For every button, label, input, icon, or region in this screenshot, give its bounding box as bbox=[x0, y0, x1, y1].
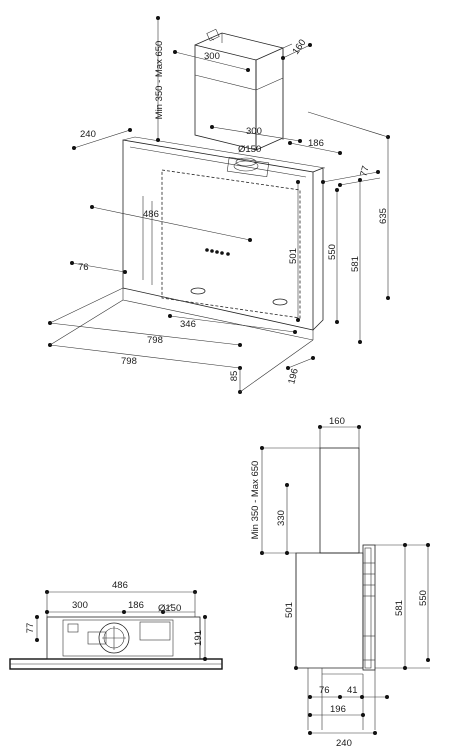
label-side-41: 41 bbox=[347, 685, 358, 696]
label-side-chimney-range: Min 350 - Max 650 bbox=[250, 461, 261, 540]
label-side-offset: 240 bbox=[80, 129, 96, 140]
label-base-depth: 196 bbox=[286, 367, 301, 385]
chimney bbox=[194, 28, 293, 151]
label-right-width: 186 bbox=[128, 600, 144, 611]
label-left-width: 300 bbox=[72, 600, 88, 611]
label-bracket-width: 300 bbox=[246, 126, 262, 137]
label-height-635: 635 bbox=[378, 208, 389, 224]
label-side-330: 330 bbox=[276, 510, 287, 526]
isometric-view: Min 350 - Max 650 300 160 240 300 186 Ø1… bbox=[48, 16, 390, 394]
label-side-501: 501 bbox=[284, 602, 295, 618]
mounting-holes bbox=[190, 287, 288, 306]
label-plan-depth: 77 bbox=[25, 623, 36, 634]
label-overall-width: 486 bbox=[112, 580, 128, 591]
label-plan-diameter: Ø150 bbox=[158, 603, 181, 614]
plan-view: 486 300 186 Ø150 77 191 bbox=[9, 580, 223, 670]
label-side-196: 196 bbox=[330, 704, 346, 715]
label-chimney-depth: 160 bbox=[290, 37, 308, 56]
label-height-550: 550 bbox=[327, 244, 338, 260]
label-chimney-range: Min 350 - Max 650 bbox=[154, 41, 165, 120]
label-edge-offset: 77 bbox=[358, 165, 371, 178]
label-side-550: 550 bbox=[418, 590, 429, 606]
label-chimney-width: 300 bbox=[204, 51, 220, 62]
label-left-offset: 76 bbox=[78, 262, 89, 273]
label-side-581: 581 bbox=[394, 600, 405, 616]
label-side-240: 240 bbox=[336, 738, 352, 749]
label-base-height: 85 bbox=[229, 371, 240, 382]
glass-panel bbox=[122, 136, 326, 341]
label-side-76: 76 bbox=[319, 685, 330, 696]
outlet bbox=[226, 156, 270, 178]
label-plan-height: 191 bbox=[193, 630, 204, 646]
dimension-lines bbox=[48, 16, 390, 394]
label-side-depth: 186 bbox=[308, 138, 324, 149]
label-inner-height: 501 bbox=[288, 248, 299, 264]
label-hole-spacing: 346 bbox=[180, 319, 196, 330]
control-buttons bbox=[205, 248, 230, 256]
label-outlet-diameter: Ø150 bbox=[238, 144, 261, 155]
label-inner-width: 486 bbox=[143, 209, 159, 220]
side-view: 160 Min 350 - Max 650 330 501 581 550 76… bbox=[250, 416, 430, 749]
label-panel-width-lower: 798 bbox=[121, 356, 137, 367]
label-height-581: 581 bbox=[350, 256, 361, 272]
label-side-top-width: 160 bbox=[329, 416, 345, 427]
label-panel-width-upper: 798 bbox=[147, 335, 163, 346]
